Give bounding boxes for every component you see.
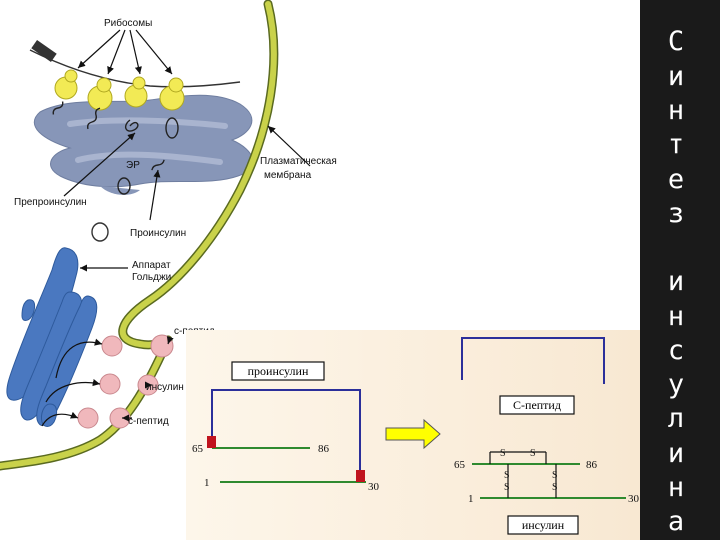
plasma-membrane-label-1: Плазматическая: [260, 156, 337, 167]
s-bond-4: S: [504, 482, 510, 493]
title-letter: л: [667, 403, 685, 434]
title-letter: с: [667, 335, 685, 366]
title-letter: а: [667, 506, 685, 537]
num-1-left: 1: [204, 477, 210, 489]
proinsulin-vesicle: [91, 222, 109, 242]
title-letter: у: [667, 369, 685, 400]
title-sidebar: [640, 0, 720, 540]
title-letter: С: [667, 26, 685, 57]
title-letter: н: [667, 95, 685, 126]
golgi-apparatus: [6, 247, 98, 427]
cell-labels: Рибосомы ЭР Плазматическая мембрана Преп…: [14, 17, 337, 427]
proinsulin-scheme: проинсулин 65 86 1 30: [192, 361, 380, 493]
golgi-label-2: Гольджи: [132, 272, 171, 283]
endoplasmic-reticulum: [33, 94, 254, 195]
c-peptide-bottom-label: с-пептид: [128, 416, 169, 427]
s-bond-1: S: [500, 448, 506, 459]
title-letter: и: [667, 61, 685, 92]
num-30-left: 30: [368, 481, 380, 493]
proinsulin-label-box: [231, 361, 325, 381]
c-peptide-scheme-label: С-пептид: [513, 398, 561, 412]
plasma-membrane-label-2: мембрана: [264, 169, 312, 181]
proinsulin-label: Проинсулин: [130, 228, 186, 239]
num-1-right: 1: [468, 493, 474, 505]
ribosomes-label: Рибосомы: [104, 17, 152, 29]
num-65-right: 65: [454, 459, 466, 471]
preproinsulin-label: Препроинсулин: [14, 197, 87, 208]
proinsulin-scheme-label: проинсулин: [248, 364, 309, 378]
title-letter: н: [667, 472, 685, 503]
title-letter: н: [667, 301, 685, 332]
insulin-label: инсулин: [146, 382, 184, 393]
title-letter: т: [667, 129, 685, 160]
s-bond-6: S: [552, 482, 558, 493]
title-letter: и: [667, 266, 685, 297]
er-label: ЭР: [126, 160, 140, 171]
num-65-left: 65: [192, 443, 204, 455]
insulin-label-box: [507, 515, 579, 535]
ribosomes: [29, 40, 241, 195]
insulin-scheme: С-пептид S S S S S S 65 86 1 30 инсулин: [454, 337, 640, 535]
s-bond-5: S: [552, 470, 558, 481]
golgi-label-1: Аппарат: [132, 260, 171, 271]
secretory-vesicles: [77, 334, 174, 429]
transform-arrow: [385, 418, 441, 450]
plasma-membrane: [0, 0, 279, 471]
s-bond-2: S: [530, 448, 536, 459]
title-letter: з: [667, 198, 685, 229]
pointer-arrows: [41, 29, 311, 427]
num-86-left: 86: [318, 443, 330, 455]
marker-65: [207, 436, 216, 448]
num-30-right: 30: [628, 493, 640, 505]
c-peptide-label-box: [499, 395, 575, 415]
insulin-scheme-label: инсулин: [522, 518, 565, 532]
num-86-right: 86: [586, 459, 598, 471]
s-bond-3: S: [504, 470, 510, 481]
title-letter: и: [667, 438, 685, 469]
title-letter: е: [667, 164, 685, 195]
marker-30: [356, 470, 365, 482]
